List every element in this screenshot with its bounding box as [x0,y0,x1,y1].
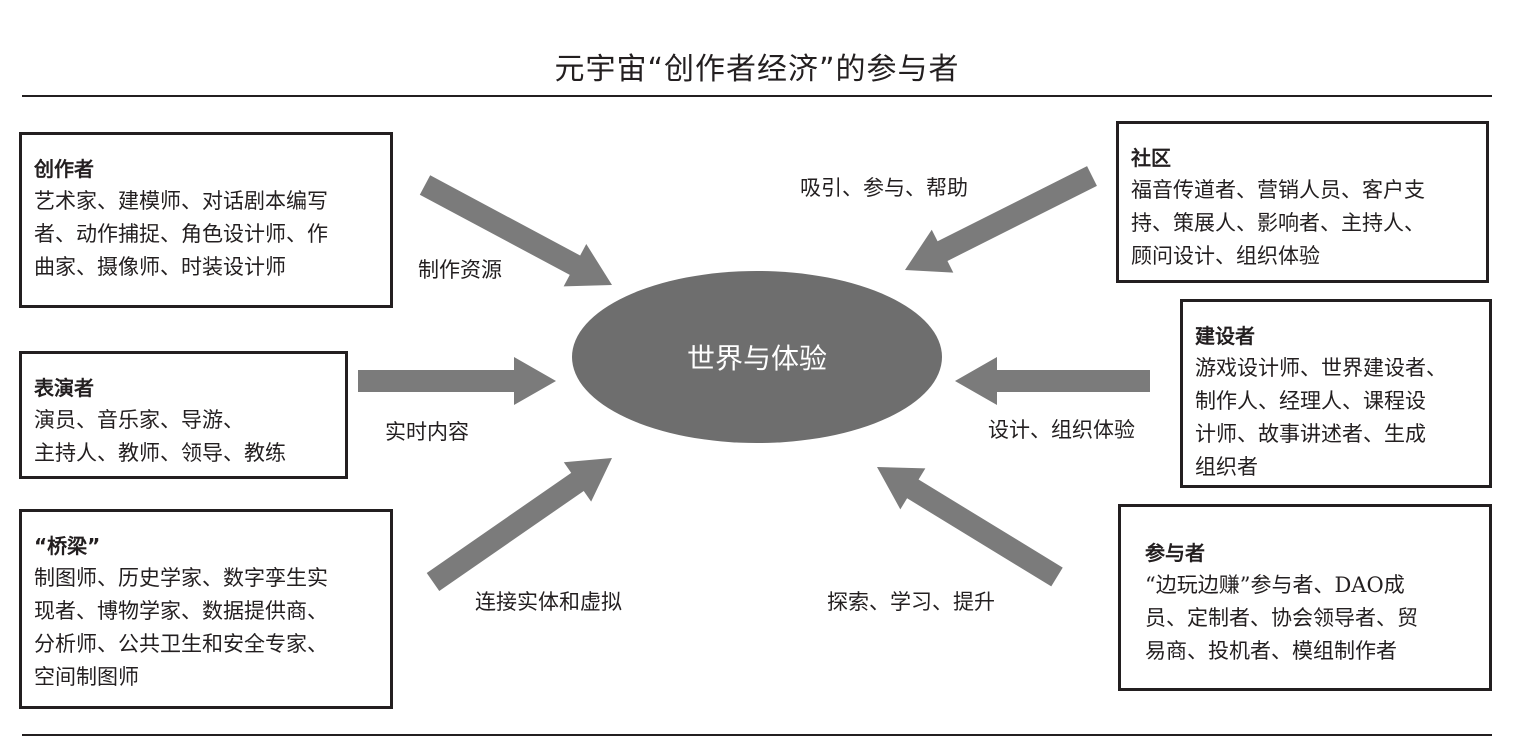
box-line: 持、策展人、影响者、主持人、 [1131,211,1425,235]
arrow-performers [358,357,556,405]
box-line: 易商、投机者、模组制作者 [1145,639,1397,663]
label-community-arrow: 吸引、参与、帮助 [800,176,968,200]
box-line: “边玩边赚”参与者、DAO成 [1145,573,1405,597]
bottom-rule [22,734,1492,736]
arrow-participants [877,467,1063,587]
box-line: 曲家、摄像师、时装设计师 [34,255,286,279]
hub-ellipse [572,271,942,443]
box-title: 参与者 [1145,541,1205,565]
top-rule [22,95,1492,97]
box-line: 者、动作捕捉、角色设计师、作 [34,222,328,246]
box-line: 艺术家、建模师、对话剧本编写 [34,189,328,213]
box-title: 社区 [1131,146,1171,170]
label-builders-arrow: 设计、组织体验 [988,418,1135,442]
box-title: 表演者 [34,376,94,400]
label-participants-arrow: 探索、学习、提升 [827,590,995,614]
box-line: 福音传道者、营销人员、客户支 [1131,178,1425,202]
arrow-builders [955,357,1150,405]
label-performers-arrow: 实时内容 [385,420,469,444]
arrow-creators [419,175,612,287]
box-title: “桥梁” [34,534,101,558]
box-line: 顾问设计、组织体验 [1131,244,1320,268]
label-bridges-arrow: 连接实体和虚拟 [475,590,622,614]
box-line: 现者、博物学家、数据提供商、 [34,599,328,623]
box-creators: 创作者艺术家、建模师、对话剧本编写者、动作捕捉、角色设计师、作曲家、摄像师、时装… [19,132,393,308]
box-line: 主持人、教师、领导、教练 [34,441,286,465]
box-line: 空间制图师 [34,665,139,689]
box-line: 计师、故事讲述者、生成 [1195,422,1426,446]
diagram-title: 元宇宙“创作者经济”的参与者 [554,52,960,87]
box-line: 分析师、公共卫生和安全专家、 [34,632,328,656]
box-line: 制图师、历史学家、数字孪生实 [34,566,328,590]
box-bridges: “桥梁” 制图师、历史学家、数字孪生实现者、博物学家、数据提供商、分析师、公共卫生… [19,509,393,709]
box-title: 创作者 [34,157,94,181]
arrow-bridges [426,458,612,592]
box-participants: 参与者 “边玩边赚”参与者、DAO成员、定制者、协会领导者、贸易商、投机者、模组制… [1118,504,1492,691]
box-title: 建设者 [1195,324,1255,348]
box-line: 游戏设计师、世界建设者、 [1195,356,1447,380]
box-line: 组织者 [1195,455,1258,479]
hub-label: 世界与体验 [686,342,827,375]
box-builders: 建设者游戏设计师、世界建设者、制作人、经理人、课程设计师、故事讲述者、生成组织者 [1180,299,1492,488]
box-performers: 表演者演员、音乐家、导游、主持人、教师、领导、教练 [19,351,348,479]
label-creators-arrow: 制作资源 [418,258,502,282]
arrow-community [905,166,1097,273]
box-community: 社区福音传道者、营销人员、客户支持、策展人、影响者、主持人、顾问设计、组织体验 [1116,121,1489,283]
box-line: 员、定制者、协会领导者、贸 [1145,606,1418,630]
box-line: 制作人、经理人、课程设 [1195,389,1426,413]
box-line: 演员、音乐家、导游、 [34,408,244,432]
